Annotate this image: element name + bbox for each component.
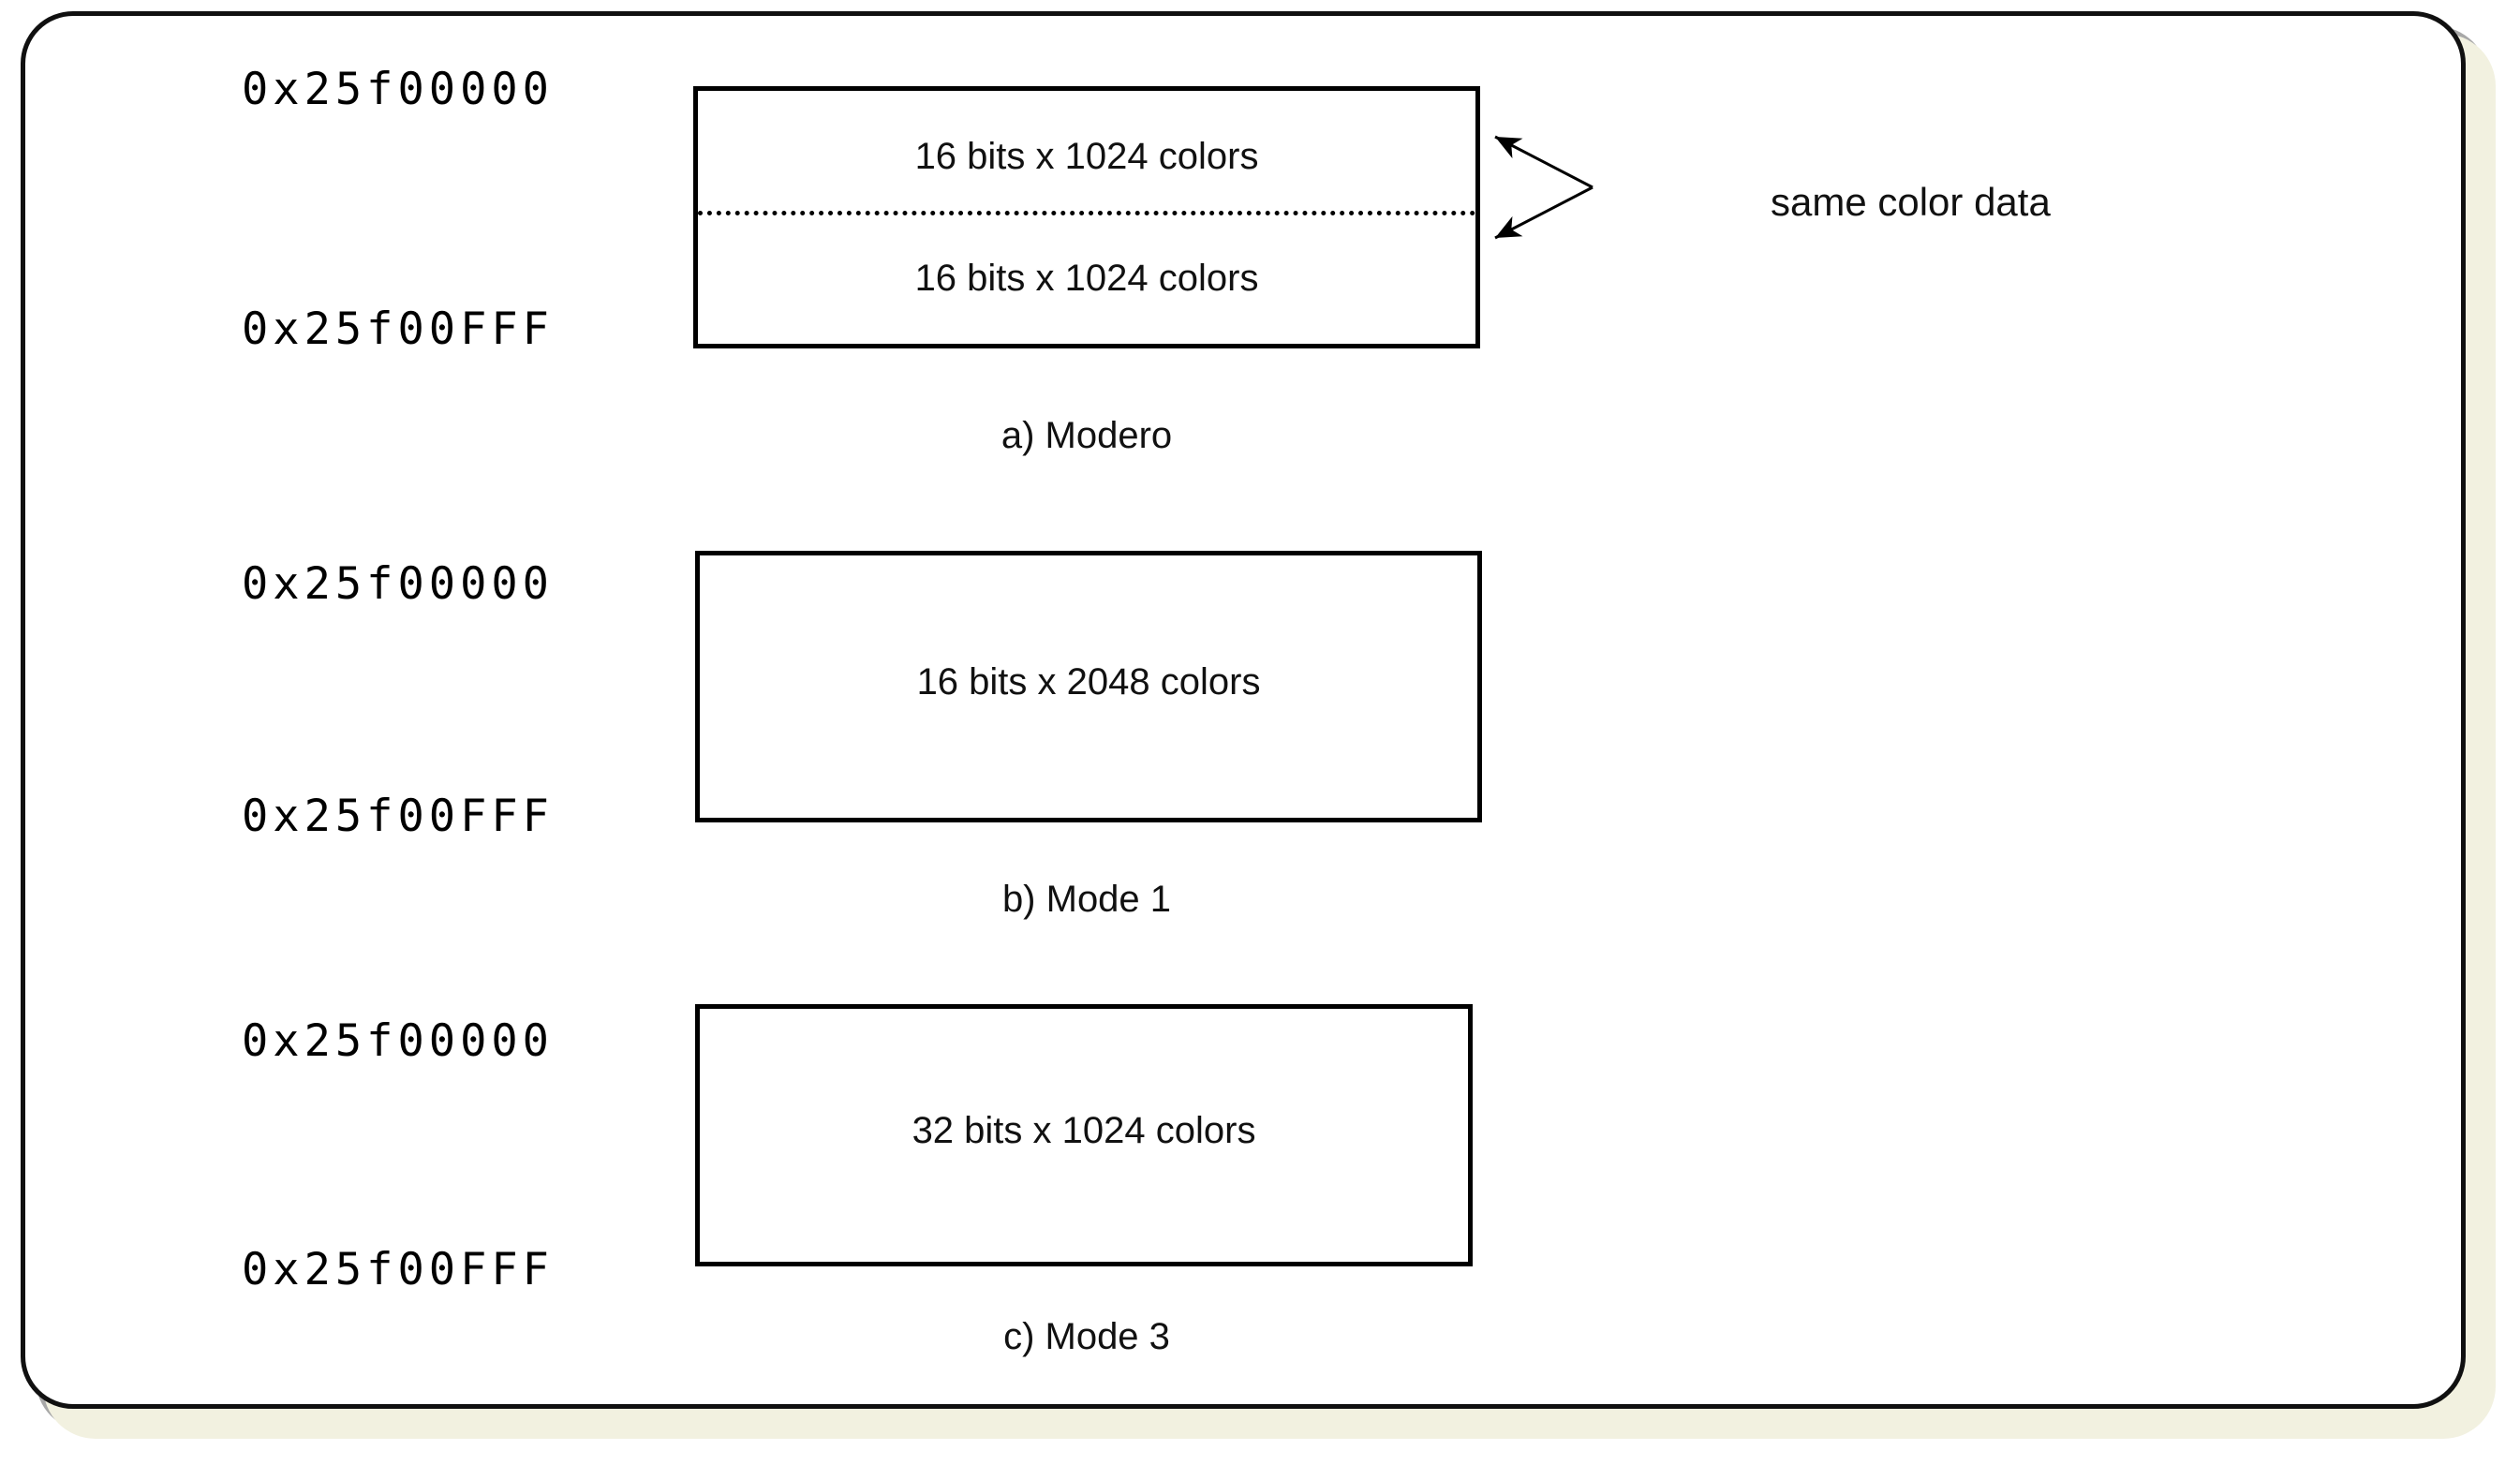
address-end-mode3: 0x25f00FFF [242, 1244, 554, 1295]
memory-box-mode1: 16 bits x 2048 colors [695, 551, 1482, 822]
memory-box-mode3: 32 bits x 1024 colors [695, 1004, 1473, 1266]
memory-box-mode0: 16 bits x 1024 colors 16 bits x 1024 col… [693, 86, 1480, 348]
address-start-mode1: 0x25f00000 [242, 558, 554, 610]
memory-box-mode0-divider [698, 211, 1475, 215]
memory-box-mode0-row-1: 16 bits x 1024 colors [914, 258, 1259, 299]
memory-box-mode0-row-0: 16 bits x 1024 colors [914, 136, 1259, 177]
caption-mode3: c) Mode 3 [1003, 1316, 1170, 1357]
caption-mode1: b) Mode 1 [1001, 879, 1172, 920]
caption-mode0: a) Modero [1001, 415, 1173, 456]
annotation-same-color-data: same color data [1771, 180, 2051, 224]
address-end-mode1: 0x25f00FFF [242, 791, 554, 842]
memory-box-mode3-row-0: 32 bits x 1024 colors [912, 1110, 1256, 1151]
memory-box-mode1-row-0: 16 bits x 2048 colors [916, 661, 1261, 703]
address-end-mode0: 0x25f00FFF [242, 303, 554, 355]
same-color-data-arrows [1494, 135, 1594, 240]
address-start-mode3: 0x25f00000 [242, 1015, 554, 1067]
address-start-mode0: 0x25f00000 [242, 64, 554, 115]
